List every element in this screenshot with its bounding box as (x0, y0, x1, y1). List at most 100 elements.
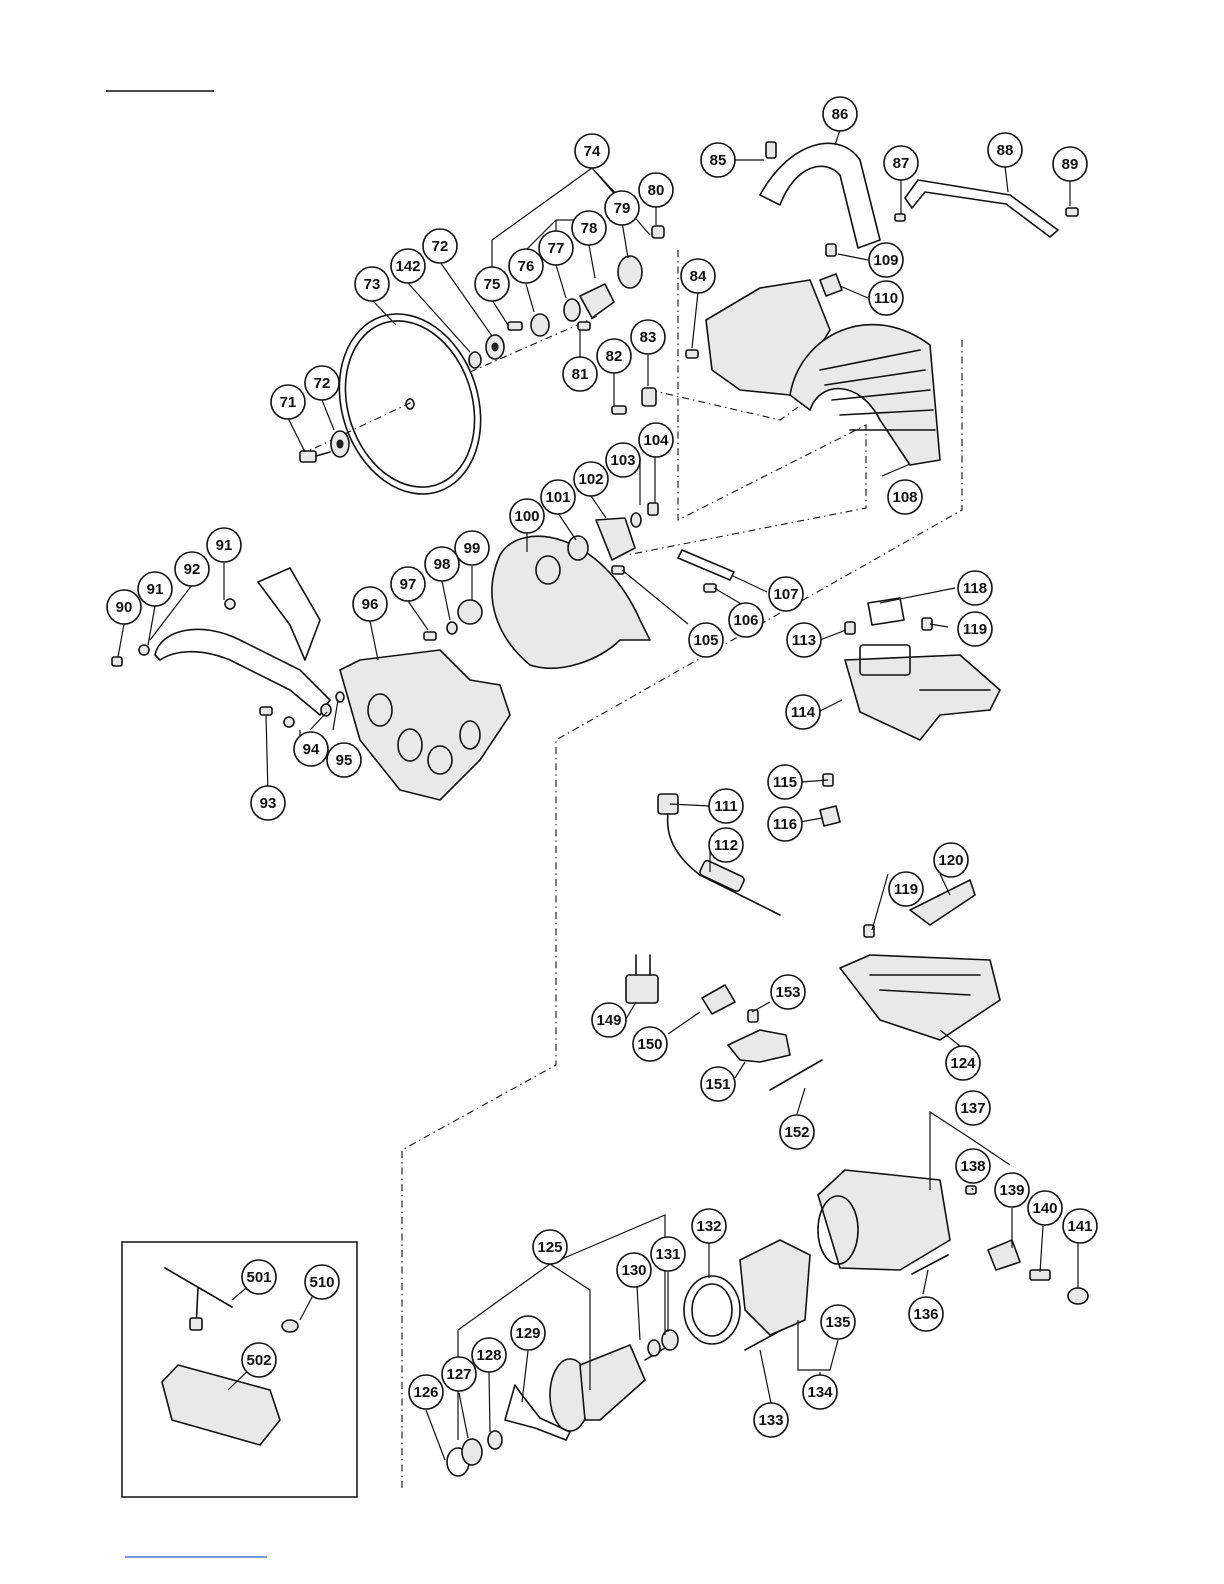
callout-139: 139 (995, 1173, 1029, 1207)
callout-112: 112 (709, 828, 743, 862)
callout-label: 77 (548, 240, 565, 257)
callout-label: 115 (773, 774, 797, 791)
callout-label: 86 (832, 106, 849, 123)
callout-label: 138 (960, 1158, 985, 1175)
callout-124: 124 (946, 1046, 980, 1080)
callout-113: 113 (787, 623, 821, 657)
gear-case-and-guard (706, 280, 940, 465)
callout-label: 100 (514, 508, 539, 525)
switch-151 (728, 1010, 822, 1090)
callout-label: 153 (775, 984, 800, 1001)
callout-label: 136 (913, 1306, 938, 1323)
callout-label: 105 (693, 632, 718, 649)
callout-label: 71 (280, 394, 297, 411)
callout-label: 103 (610, 452, 635, 469)
callout-119: 119 (889, 872, 923, 906)
callout-label: 73 (364, 276, 381, 293)
callout-label: 132 (696, 1218, 721, 1235)
saw-blade (317, 295, 503, 512)
callout-label: 151 (705, 1076, 730, 1093)
baffle-132 (684, 1276, 740, 1344)
terminal-150 (702, 985, 735, 1014)
callout-135: 135 (821, 1305, 855, 1339)
callout-label: 134 (807, 1384, 833, 1401)
callout-label: 127 (446, 1366, 471, 1383)
link-107 (612, 550, 734, 592)
callout-108: 108 (888, 480, 922, 514)
callout-128: 128 (472, 1338, 506, 1372)
callout-label: 91 (216, 537, 233, 554)
callout-label: 119 (894, 881, 918, 898)
callout-102: 102 (574, 462, 608, 496)
callout-149: 149 (592, 1003, 626, 1037)
callout-label: 72 (314, 375, 331, 392)
callout-label: 101 (545, 489, 570, 506)
callout-150: 150 (633, 1027, 667, 1061)
callout-label: 128 (476, 1347, 501, 1364)
callout-77: 77 (539, 231, 573, 265)
handle-bracket-88 (895, 180, 1078, 237)
callout-label: 96 (362, 596, 379, 613)
callout-115: 115 (768, 765, 802, 799)
callout-87: 87 (884, 146, 918, 180)
callout-label: 99 (464, 540, 481, 557)
callout-141: 141 (1063, 1209, 1097, 1243)
callout-103: 103 (606, 443, 640, 477)
callout-81: 81 (563, 357, 597, 391)
callout-116: 116 (768, 807, 802, 841)
callout-88: 88 (988, 133, 1022, 167)
callout-80: 80 (639, 173, 673, 207)
callout-label: 102 (578, 471, 603, 488)
guard-cover-96 (340, 650, 510, 800)
callout-label: 112 (714, 837, 738, 854)
callout-label: 152 (784, 1124, 809, 1141)
brush-parts-138-141 (966, 1186, 1088, 1304)
callout-118: 118 (958, 571, 992, 605)
callout-label: 87 (893, 155, 910, 172)
callout-label: 83 (640, 329, 657, 346)
callout-136: 136 (909, 1297, 943, 1331)
callout-label: 126 (413, 1384, 438, 1401)
callout-114: 114 (786, 695, 820, 729)
callout-label: 135 (825, 1314, 850, 1331)
callout-109: 109 (869, 243, 903, 277)
callout-label: 129 (515, 1325, 540, 1342)
callout-137: 137 (956, 1091, 990, 1125)
callout-label: 104 (643, 432, 669, 449)
callout-142: 142 (391, 249, 425, 283)
callout-74: 74 (575, 134, 609, 168)
handle-86 (760, 143, 880, 248)
armature-125 (550, 1330, 678, 1431)
callout-label: 501 (246, 1269, 271, 1286)
callout-label: 113 (792, 632, 816, 649)
callout-label: 94 (303, 741, 320, 758)
callout-label: 88 (997, 142, 1014, 159)
callout-label: 84 (690, 268, 707, 285)
callout-label: 89 (1062, 156, 1079, 173)
handle-cover-114 (845, 645, 1000, 740)
callout-105: 105 (689, 623, 723, 657)
callout-label: 93 (260, 795, 277, 812)
callout-94: 94 (294, 732, 328, 766)
callout-92: 92 (175, 552, 209, 586)
callout-75: 75 (475, 267, 509, 301)
callout-107: 107 (769, 577, 803, 611)
callout-label: 80 (648, 182, 665, 199)
callout-130: 130 (617, 1253, 651, 1287)
callout-label: 125 (537, 1239, 562, 1256)
blade-bolt (300, 451, 330, 462)
stator-134 (740, 1240, 810, 1335)
callout-label: 142 (395, 258, 420, 275)
capacitor-149 (626, 955, 658, 1003)
callout-91: 91 (207, 528, 241, 562)
callout-label: 91 (147, 581, 164, 598)
callout-86: 86 (823, 97, 857, 131)
callout-510: 510 (305, 1265, 339, 1299)
callout-90: 90 (107, 590, 141, 624)
callout-111: 111 (709, 789, 743, 823)
callout-93: 93 (251, 786, 285, 820)
callout-label: 106 (733, 612, 758, 629)
callout-138: 138 (956, 1149, 990, 1183)
callout-label: 110 (874, 290, 898, 307)
washers-97-98-99 (424, 600, 482, 640)
